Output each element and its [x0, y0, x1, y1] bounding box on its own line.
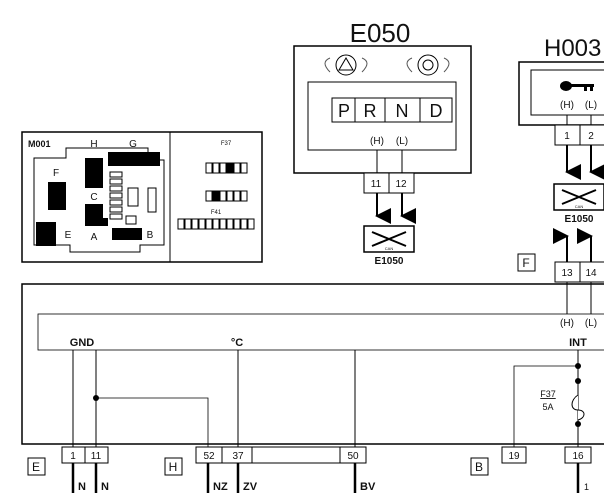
bottom-connector-e: E 1 11 N N [27, 446, 109, 493]
connector-e-pin-11: 11 [91, 451, 102, 462]
temperature-label: °C [231, 337, 243, 349]
m001-label-f: F [53, 168, 59, 179]
bottom-connector-b: B 19 16 1 [470, 446, 592, 493]
fuse-symbol [571, 394, 585, 421]
m001-fuse-f37-label: F37 [221, 141, 232, 147]
m001-block-a [100, 218, 108, 226]
e050-pin-l-label: (L) [396, 136, 408, 147]
m001-fuse-row-2 [205, 190, 248, 202]
wire-zv: ZV [243, 481, 258, 493]
m001-label-c: C [90, 192, 97, 203]
m001-label-b: B [147, 230, 154, 241]
warning-triangle-icon [324, 54, 368, 76]
wire-16: 1 [584, 482, 589, 492]
connector-e-label: E [32, 460, 40, 474]
gnd-label: GND [70, 337, 95, 349]
h003-can-label: CAN [575, 204, 584, 209]
connector-f-pin-h-label: (H) [560, 318, 574, 329]
wire-bv: BV [360, 481, 376, 493]
m001-label-h: H [90, 139, 97, 150]
connector-b-pin-16: 16 [572, 451, 584, 462]
e050-gear-cells [354, 98, 421, 122]
connector-h-pin-52: 52 [203, 451, 215, 462]
fuse-rating: 5A [542, 402, 553, 412]
gear-n: N [396, 101, 409, 121]
e050-pin-h-label: (H) [370, 136, 384, 147]
m001-fuse-row-3 [177, 218, 255, 230]
connector-e-pin-1: 1 [70, 451, 76, 462]
connector-f: F 13 14 (H) (L) [517, 253, 604, 329]
e050-bus-label: E1050 [375, 256, 404, 267]
h003-can-bus-icon: CAN [553, 183, 604, 211]
int-label: INT [569, 337, 587, 349]
m001-location-diagram: M001 H G F C E A B F37 [21, 131, 263, 263]
m001-block-f [48, 182, 66, 210]
wire-n-11: N [101, 481, 109, 493]
wire-nz: NZ [213, 481, 228, 493]
e050-display-box [307, 81, 457, 151]
m001-block-h [85, 158, 103, 188]
e050-outer-box [293, 45, 472, 174]
connector-f-pin-14: 14 [585, 268, 597, 279]
gear-r: R [364, 101, 377, 121]
e050-module: E050 P R N D (H) (L) 11 12 [293, 18, 472, 267]
gear-p: P [338, 101, 350, 121]
e050-can-label: CAN [385, 246, 394, 251]
m001-title: M001 [28, 139, 51, 149]
m001-block-g [108, 152, 160, 166]
main-control-unit: GND °C INT F37 5A [21, 283, 604, 447]
connector-b-pin-19: 19 [508, 451, 520, 462]
connector-h-pin-50: 50 [347, 451, 359, 462]
connector-f-label: F [522, 256, 529, 270]
h003-bus-label: E1050 [565, 214, 594, 225]
h003-pin-1: 1 [564, 131, 570, 142]
m001-label-a: A [91, 232, 98, 243]
e050-gear-row [331, 97, 453, 123]
m001-block-e [36, 222, 56, 246]
m001-label-e: E [65, 230, 72, 241]
connector-b-label: B [475, 460, 483, 474]
m001-block-b [112, 228, 142, 240]
m001-block-c [85, 204, 103, 226]
e1050-can-bus-icon: CAN [363, 225, 415, 253]
key-icon [560, 81, 594, 91]
gear-d: D [430, 101, 443, 121]
gear-selector-icon [406, 54, 450, 76]
fuse-name: F37 [540, 389, 556, 399]
h003-inner-box [530, 69, 604, 116]
h003-module: H003 (H) (L) 1 2 CAN E1050 [518, 35, 604, 262]
bottom-connector-h: H 52 37 50 NZ ZV BV [164, 446, 376, 493]
connector-h-pin-37: 37 [232, 451, 244, 462]
e050-title: E050 [350, 18, 411, 48]
h003-pin-l-label: (L) [585, 100, 597, 111]
h003-pin-2: 2 [588, 131, 594, 142]
h003-title: H003 [544, 35, 601, 62]
m001-label-g: G [129, 139, 137, 150]
connector-h-label: H [169, 460, 178, 474]
m001-fuse-f41-label: F41 [211, 210, 222, 216]
m001-fuse-stack [109, 171, 157, 225]
h003-pin-h-label: (H) [560, 100, 574, 111]
wire-n-1: N [78, 481, 86, 493]
e050-pin-11: 11 [371, 179, 382, 190]
connector-f-pin-l-label: (L) [585, 318, 597, 329]
e050-pin-12: 12 [395, 179, 407, 190]
connector-f-pin-13: 13 [561, 268, 573, 279]
m001-fuse-row-1 [205, 162, 248, 174]
